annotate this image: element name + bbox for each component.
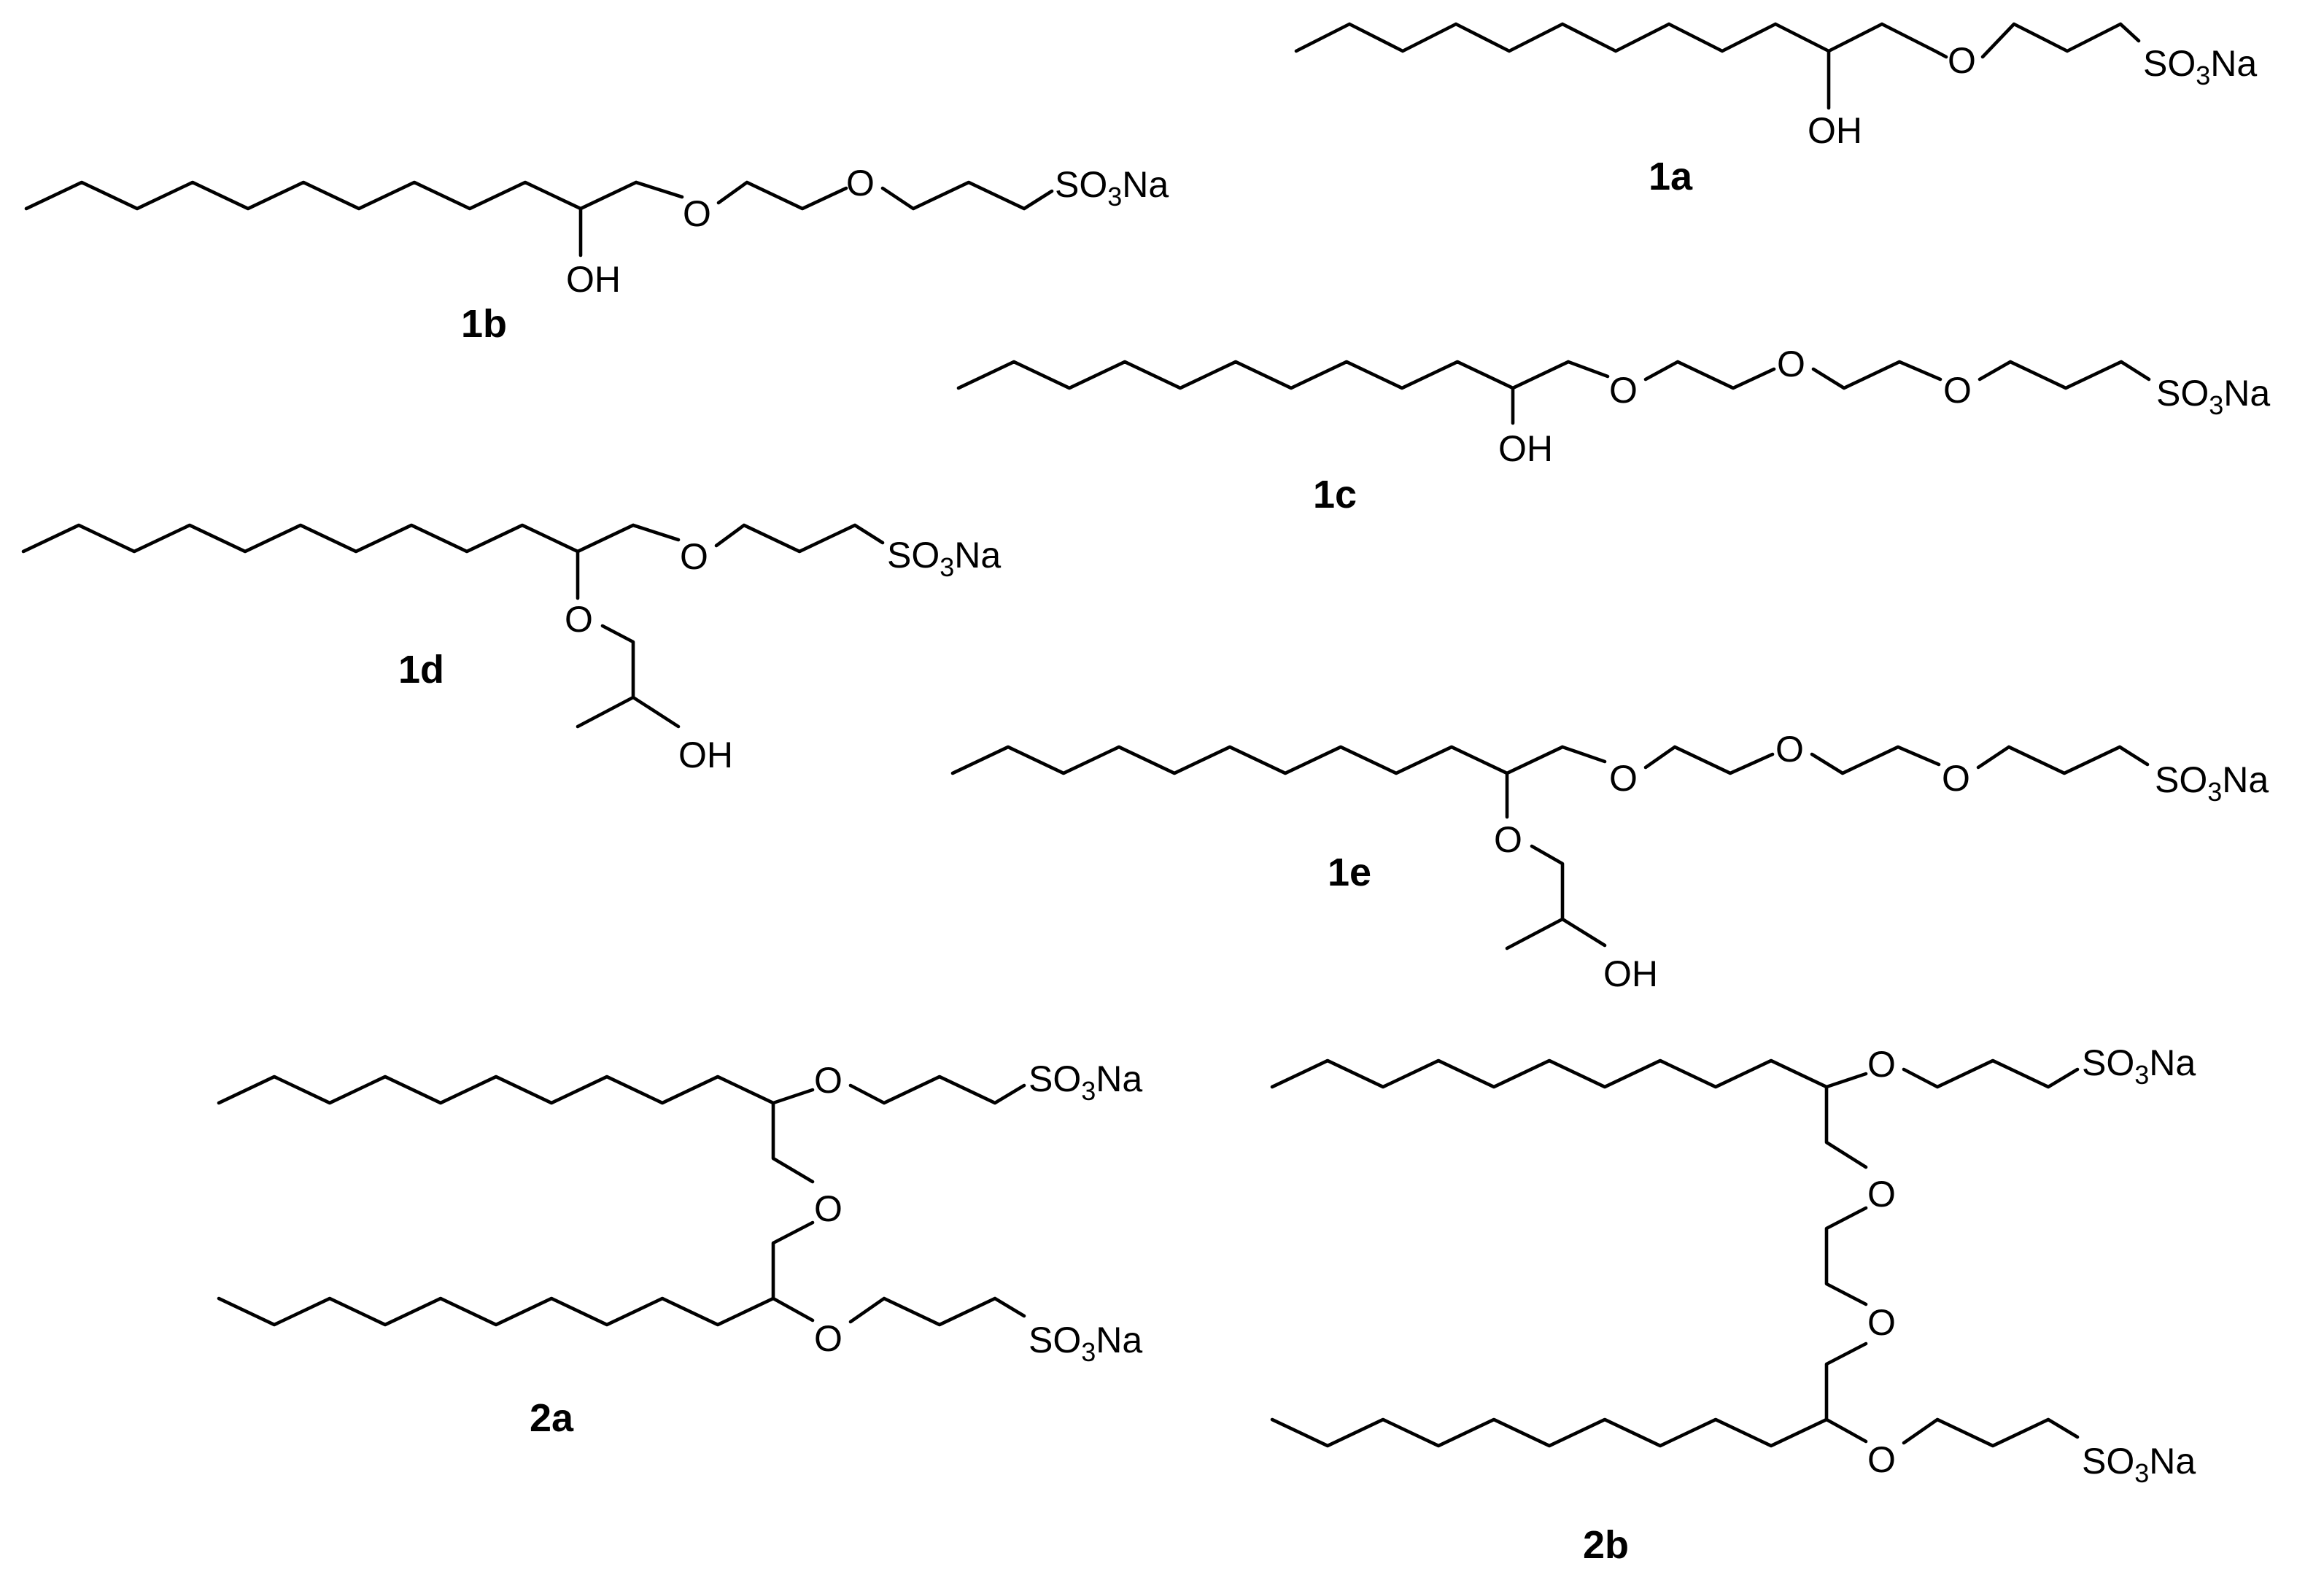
- alkyl-chain-top: [217, 1075, 775, 1105]
- hydroxyl-label: OH: [1808, 110, 1862, 151]
- ether-oxygen-1: O: [683, 193, 711, 234]
- compound-label: 1d: [398, 648, 444, 692]
- bond-to-o1: [631, 523, 681, 542]
- bond-to-o1: [1560, 745, 1607, 764]
- alkyl-chain: [1294, 22, 1937, 53]
- propyl-linker: [1978, 360, 2151, 390]
- sulfonate-group-bottom: SO3Na: [2082, 1441, 2196, 1488]
- hydroxyl-label: OH: [1603, 953, 1658, 994]
- ether-oxygen-1: O: [680, 536, 708, 577]
- propyl-linker: [880, 180, 1054, 211]
- ether-oxygen-2: O: [565, 599, 593, 640]
- ethylene-linker-1: [1643, 360, 1776, 390]
- hydroxypropyl-branch: [1505, 844, 1565, 950]
- bond-to-o1: [1566, 360, 1610, 379]
- compound-1c: OH O O O SO3Na 1c: [956, 344, 2270, 516]
- ether-oxygen-2: O: [846, 163, 875, 204]
- bridge-2: [1824, 1206, 1868, 1306]
- compound-label: 1a: [1649, 155, 1693, 198]
- compound-label: 1c: [1313, 473, 1357, 516]
- hydroxyl-label: OH: [678, 735, 733, 775]
- bond-oh: [1560, 917, 1607, 948]
- bond-oh: [631, 695, 681, 729]
- bond-to-o4: [1824, 1417, 1868, 1444]
- ether-oxygen-3: O: [1942, 758, 1970, 799]
- alkyl-chain: [21, 523, 635, 554]
- ethylene-linker-2: [1811, 360, 1943, 390]
- sulfonate-group: SO3Na: [887, 535, 1001, 582]
- compound-2b: O SO3Na O O O SO3Na 2b: [1270, 1042, 2196, 1567]
- alkyl-chain: [950, 745, 1565, 775]
- bridge-1: [1824, 1085, 1868, 1169]
- bond-to-o: [1933, 49, 1948, 59]
- sulfonate-group-top: SO3Na: [1029, 1058, 1142, 1106]
- alkyl-chain: [956, 360, 1570, 390]
- bond-to-o1: [634, 180, 684, 199]
- bond-to-o1: [771, 1088, 815, 1105]
- alkyl-chain-bottom: [217, 1296, 775, 1327]
- propyl-linker: [1980, 22, 2141, 59]
- ether-oxygen-3: O: [814, 1318, 843, 1359]
- ether-oxygen-1: O: [1609, 758, 1638, 799]
- bridge-3: [1824, 1341, 1868, 1422]
- compound-label: 1b: [461, 302, 507, 346]
- ether-oxygen-3: O: [1867, 1302, 1896, 1343]
- ether-oxygen-2: O: [1775, 729, 1804, 770]
- compound-1e: O O O SO3Na O OH 1e: [950, 729, 2269, 994]
- ether-oxygen-2: O: [814, 1188, 843, 1229]
- propyl-linker: [714, 523, 885, 554]
- ether-oxygen-4: O: [1494, 819, 1522, 860]
- ethylene-linker-2: [1810, 745, 1941, 775]
- compound-1b: OH O O SO3Na 1b: [24, 163, 1169, 346]
- compound-label: 2b: [1583, 1523, 1629, 1567]
- bond-to-o1: [1824, 1072, 1868, 1089]
- sulfonate-group-top: SO3Na: [2082, 1042, 2196, 1090]
- sulfonate-group: SO3Na: [2143, 43, 2257, 90]
- sulfonate-group: SO3Na: [2156, 373, 2270, 420]
- ether-oxygen-3: O: [1943, 370, 1972, 411]
- ether-oxygen-1: O: [1609, 370, 1638, 411]
- hydroxyl-label: OH: [1498, 428, 1553, 469]
- bond-to-o3: [771, 1296, 815, 1323]
- compound-1d: O SO3Na O OH 1d: [21, 523, 1001, 775]
- compound-1a: OH O SO3Na 1a: [1294, 22, 2257, 198]
- sulfonate-group: SO3Na: [2155, 759, 2269, 807]
- ether-oxygen-1: O: [1948, 40, 1976, 81]
- hydroxypropyl-branch: [576, 624, 635, 729]
- compound-label: 1e: [1328, 851, 1371, 894]
- propyl-linker-top: [1902, 1058, 2080, 1089]
- sulfonate-group-bottom: SO3Na: [1029, 1320, 1142, 1367]
- alkyl-chain-bottom: [1270, 1417, 1829, 1448]
- sulfonate-group: SO3Na: [1055, 164, 1169, 212]
- propyl-linker-top: [848, 1075, 1026, 1105]
- hydroxyl-label: OH: [566, 259, 621, 300]
- ethylene-linker-1: [1643, 745, 1775, 775]
- bridge-lower: [771, 1220, 815, 1301]
- ether-oxygen-1: O: [814, 1060, 843, 1101]
- propyl-linker-bottom: [848, 1296, 1026, 1327]
- bridge-upper: [771, 1101, 815, 1184]
- alkyl-chain-top: [1270, 1058, 1829, 1089]
- ether-oxygen-1: O: [1867, 1044, 1896, 1085]
- ethylene-linker: [716, 180, 848, 211]
- compound-2a: O SO3Na O O SO3Na 2a: [217, 1058, 1142, 1440]
- ether-oxygen-4: O: [1867, 1439, 1896, 1480]
- alkyl-chain: [24, 180, 638, 211]
- propyl-linker: [1976, 745, 2150, 775]
- ether-oxygen-2: O: [1777, 344, 1805, 384]
- ether-oxygen-2: O: [1867, 1174, 1896, 1215]
- propyl-linker-bottom: [1902, 1417, 2080, 1448]
- compound-label: 2a: [530, 1396, 574, 1440]
